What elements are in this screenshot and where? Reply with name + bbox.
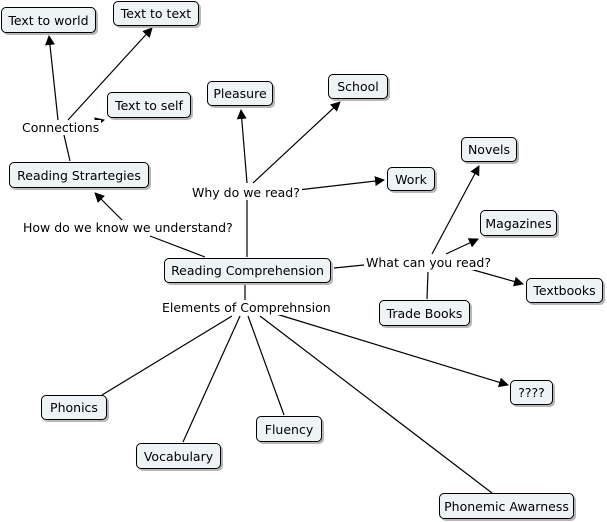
- node-label: Reading Comprehension: [171, 263, 324, 278]
- node-label: Trade Books: [386, 305, 463, 321]
- arrow-what-novels: [431, 165, 480, 255]
- link-label-what-can-you-read: What can you read?: [364, 255, 493, 270]
- node-label: School: [337, 79, 379, 94]
- node-fluency[interactable]: Fluency: [256, 416, 322, 442]
- link-elements-phonics: [101, 315, 233, 396]
- node-pleasure[interactable]: Pleasure: [207, 81, 273, 106]
- link-label-elements: Elements of Comprehnsion: [160, 300, 333, 315]
- node-reading-comprehension[interactable]: Reading Comprehension: [164, 258, 331, 283]
- node-label: Reading Strartegies: [17, 167, 141, 183]
- arrow-how-strategies: [94, 192, 123, 221]
- link-rc-what: [333, 264, 365, 269]
- link-label-how-do-we-know: How do we know we understand?: [21, 220, 235, 235]
- arrow-why-work: [297, 176, 385, 191]
- node-label: Text to text: [120, 6, 192, 21]
- arrow-elements-unknown: [272, 312, 509, 388]
- node-label: Pleasure: [213, 86, 267, 101]
- node-label: Textbooks: [533, 283, 596, 298]
- node-label: Work: [395, 171, 427, 187]
- node-trade-books[interactable]: Trade Books: [379, 300, 470, 326]
- link-rc-how: [149, 235, 206, 258]
- arrow-conn-world: [44, 35, 59, 121]
- arrow-what-textbooks: [469, 268, 524, 287]
- node-school[interactable]: School: [328, 74, 388, 99]
- node-label: Novels: [467, 142, 511, 157]
- link-elements-phonemic: [259, 315, 493, 494]
- node-label: Phonics: [50, 400, 98, 415]
- node-textbooks[interactable]: Textbooks: [526, 278, 603, 303]
- link-label-connections: Connections: [20, 120, 102, 135]
- node-work[interactable]: Work: [387, 167, 435, 191]
- arrow-why-school: [252, 101, 341, 184]
- node-vocabulary[interactable]: Vocabulary: [136, 443, 221, 469]
- node-label: Vocabulary: [143, 448, 214, 464]
- link-tradebooks-what: [426, 271, 429, 300]
- arrow-conn-text: [67, 27, 153, 121]
- node-label: Magazines: [485, 215, 552, 231]
- node-phonemic-awareness[interactable]: Phonemic Awarness: [439, 493, 574, 519]
- node-label: Phonemic Awarness: [444, 498, 569, 514]
- node-text-to-self[interactable]: Text to self: [107, 92, 191, 118]
- link-elements-fluency: [247, 315, 285, 416]
- node-label: Text to self: [115, 97, 183, 113]
- arrow-what-magazines: [445, 238, 479, 255]
- node-magazines[interactable]: Magazines: [480, 210, 557, 236]
- link-label-why-do-we-read: Why do we read?: [190, 185, 302, 200]
- node-reading-strategies[interactable]: Reading Strartegies: [9, 162, 149, 188]
- link-strategies-connections: [63, 134, 71, 162]
- link-elements-vocabulary: [182, 315, 241, 443]
- node-novels[interactable]: Novels: [461, 137, 517, 162]
- node-label: ????: [518, 385, 545, 400]
- node-unknown[interactable]: ????: [510, 380, 553, 405]
- node-text-to-text[interactable]: Text to text: [113, 1, 199, 26]
- node-text-to-world[interactable]: Text to world: [1, 7, 96, 33]
- node-label: Fluency: [264, 421, 314, 437]
- node-label: Text to world: [8, 12, 89, 28]
- arrow-why-pleasure: [236, 109, 248, 184]
- node-phonics[interactable]: Phonics: [41, 395, 107, 420]
